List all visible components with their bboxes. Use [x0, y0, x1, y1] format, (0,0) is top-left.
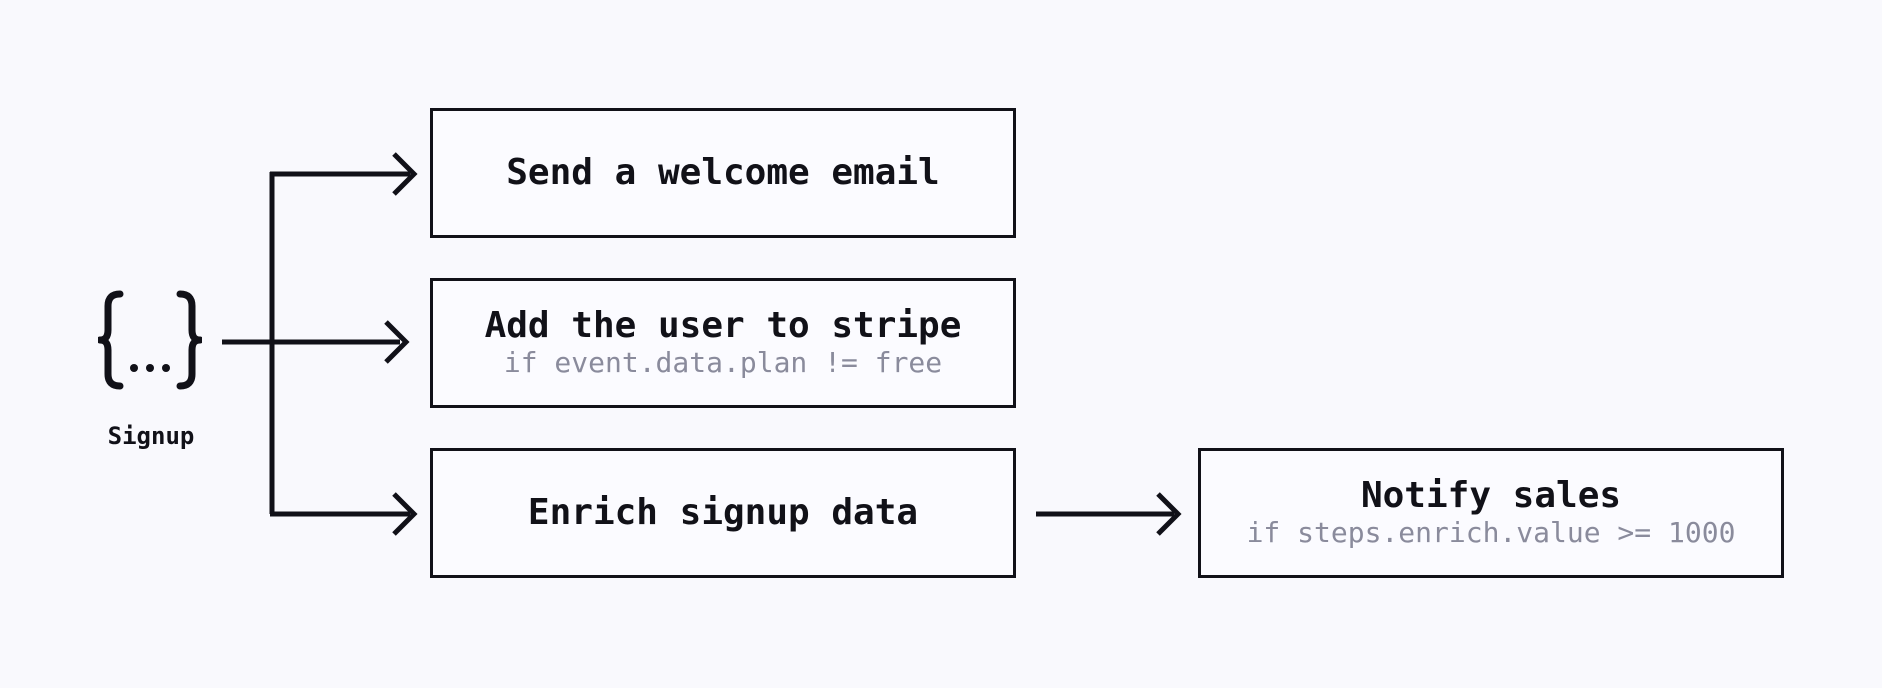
step-notify-sales[interactable]: Notify sales if steps.enrich.value >= 10… [1198, 448, 1784, 578]
arrowhead-1 [392, 152, 418, 196]
trigger-label: Signup [107, 422, 195, 450]
step-condition: if steps.enrich.value >= 1000 [1246, 516, 1736, 549]
arrowhead-3 [392, 492, 418, 536]
step-title: Add the user to stripe [484, 305, 962, 346]
braces-ellipsis-icon [98, 290, 202, 390]
arrowhead-2 [384, 320, 410, 364]
step-enrich-signup-data[interactable]: Enrich signup data [430, 448, 1016, 578]
step-add-user-to-stripe[interactable]: Add the user to stripe if event.data.pla… [430, 278, 1016, 408]
step-title: Enrich signup data [527, 492, 919, 533]
arrowhead-4 [1156, 492, 1182, 536]
step-send-welcome-email[interactable]: Send a welcome email [430, 108, 1016, 238]
step-title: Notify sales [1360, 475, 1622, 516]
step-condition: if event.data.plan != free [503, 346, 943, 379]
step-title: Send a welcome email [506, 152, 940, 193]
